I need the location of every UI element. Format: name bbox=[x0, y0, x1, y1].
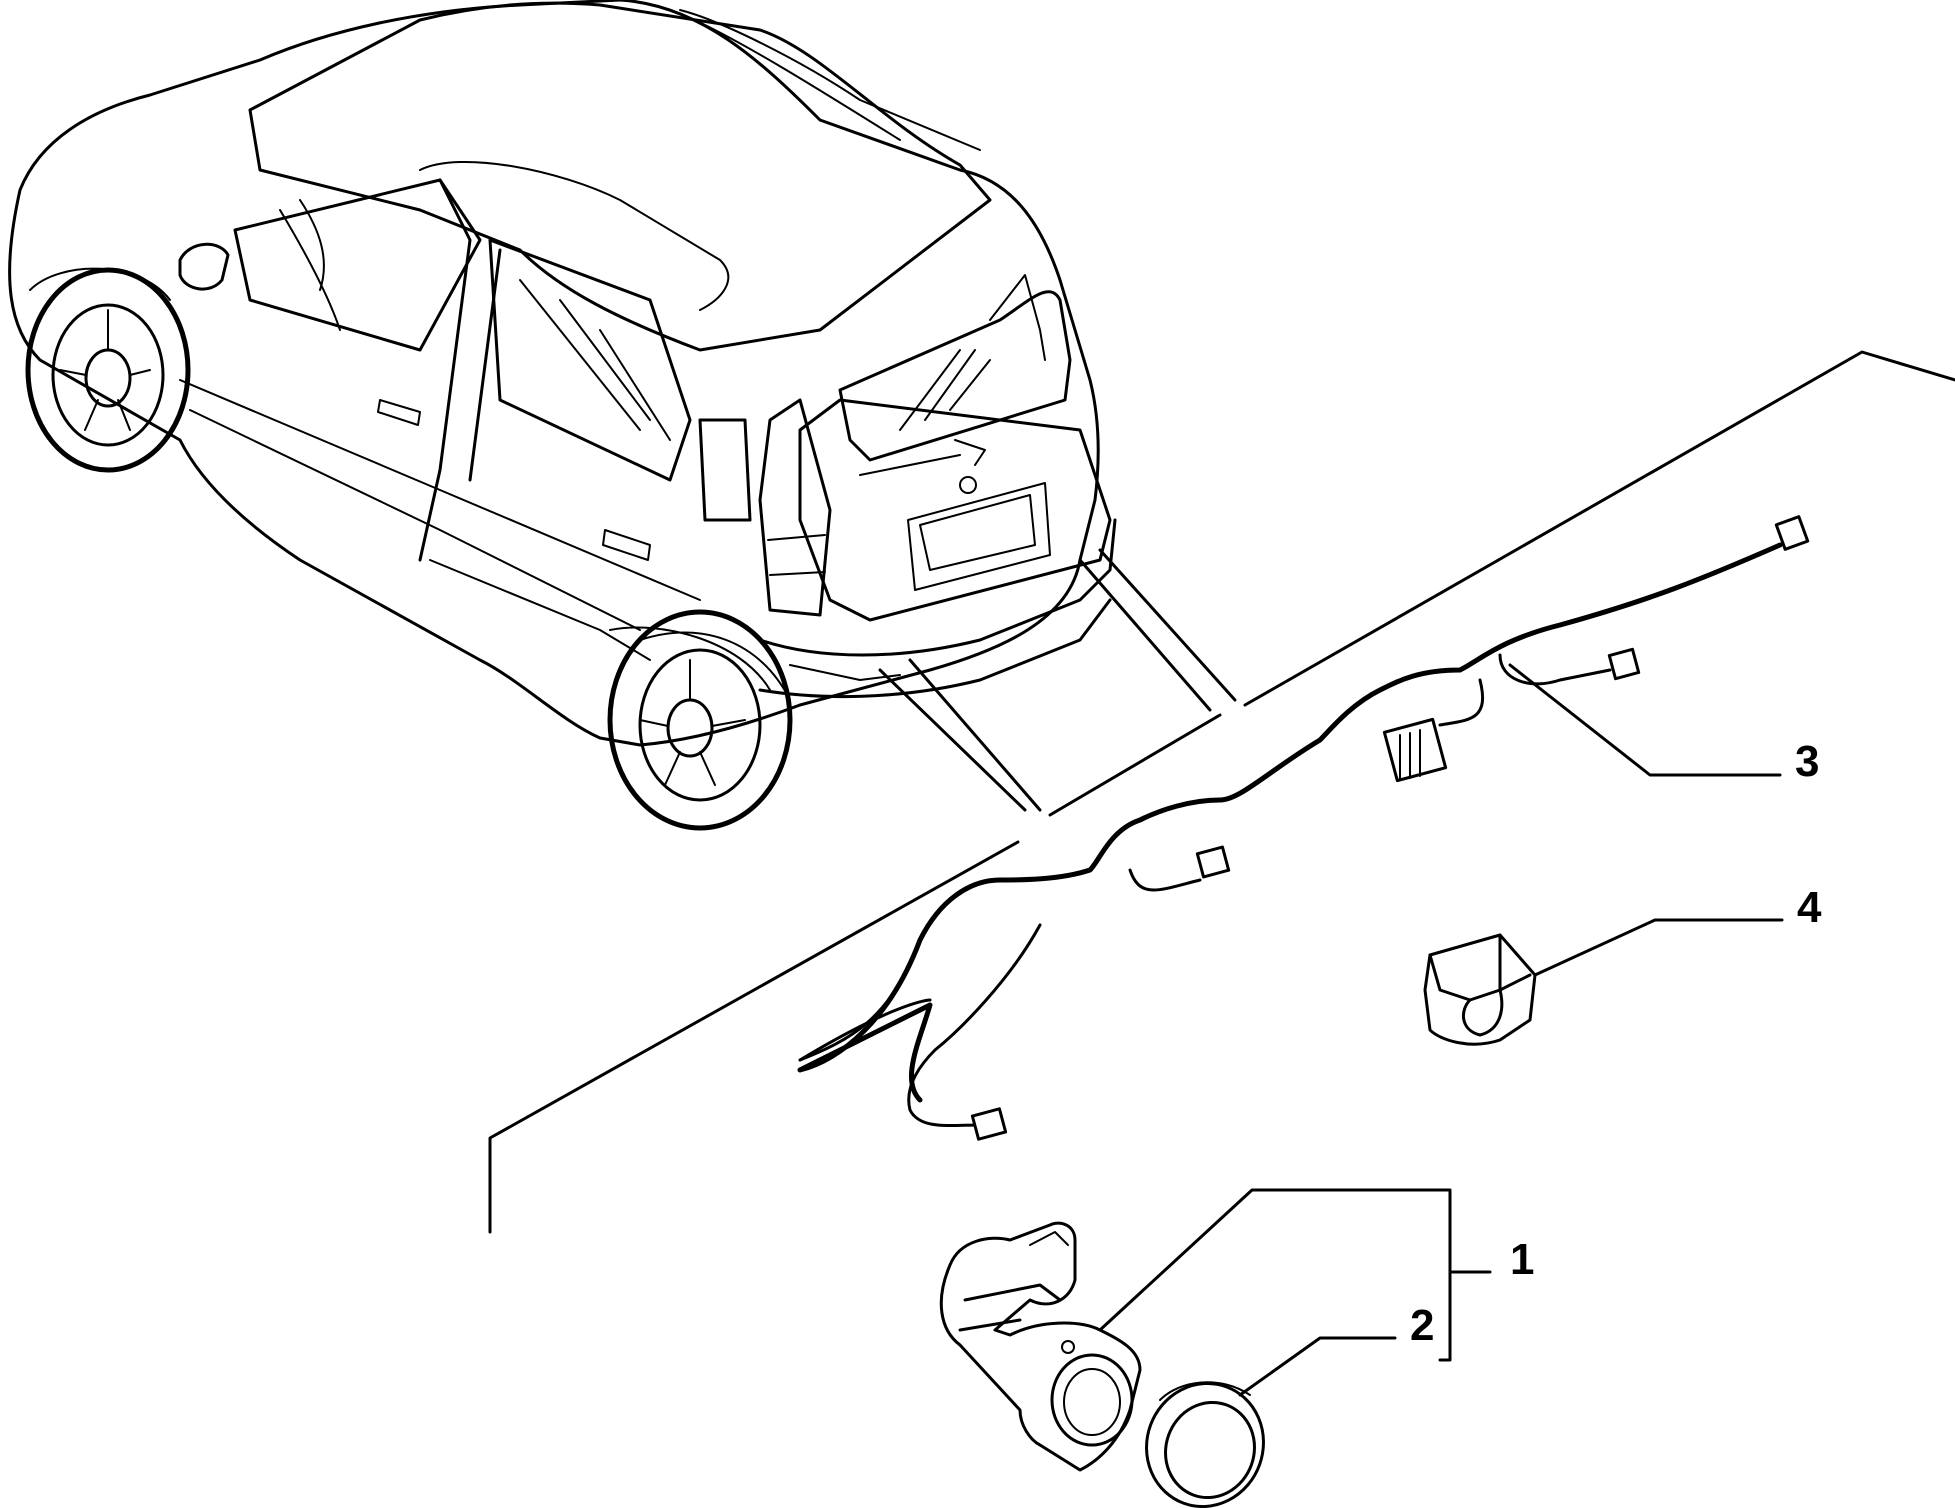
sensor-bracket bbox=[1423, 933, 1537, 1046]
sensor-ring bbox=[1145, 1381, 1265, 1508]
callout-2-label: 2 bbox=[1410, 1301, 1434, 1350]
parking-sensor bbox=[939, 1221, 1142, 1472]
callout-1-label: 1 bbox=[1510, 1235, 1534, 1284]
multi-pin-connector bbox=[1382, 717, 1448, 783]
callout-leaders bbox=[1098, 663, 1784, 1397]
callout-3-label: 3 bbox=[1795, 737, 1819, 786]
connector-mid bbox=[1195, 845, 1231, 879]
plane-outline bbox=[488, 350, 1955, 1234]
wiring-harness bbox=[797, 515, 1810, 1141]
sensor-position-leaders bbox=[878, 548, 1237, 817]
car-illustration bbox=[8, 0, 1117, 831]
callout-labels: 1 2 3 4 bbox=[1410, 737, 1822, 1350]
connector-branch bbox=[1607, 647, 1641, 681]
callout-4-label: 4 bbox=[1797, 883, 1822, 932]
rear-wheel bbox=[607, 609, 793, 831]
connector-end-top bbox=[1774, 515, 1810, 551]
connector-end-bottom bbox=[970, 1107, 1008, 1141]
front-wheel bbox=[25, 267, 191, 473]
